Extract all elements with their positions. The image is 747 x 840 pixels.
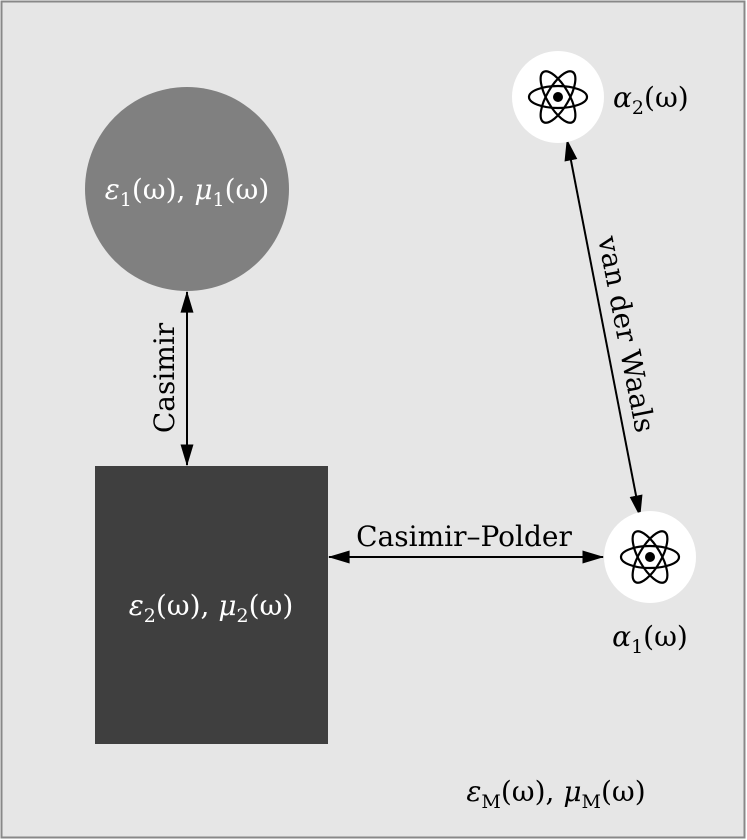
- casimir-label: Casimir: [148, 322, 181, 433]
- casimir-polder-label: Casimir–Polder: [356, 520, 572, 553]
- sphere-body: [85, 87, 289, 291]
- van-der-waals-arrow: [564, 138, 643, 518]
- atom-2: [512, 51, 604, 143]
- block-label: ε2(ω), μ2(ω): [129, 589, 294, 627]
- sphere-label: ε1(ω), μ1(ω): [105, 173, 270, 211]
- atom-1-label: α1(ω): [612, 620, 688, 658]
- atom-1: [604, 511, 696, 603]
- medium-label: εM(ω), μM(ω): [466, 775, 645, 813]
- atom-2-label: α2(ω): [613, 81, 689, 119]
- block-body: [95, 466, 328, 744]
